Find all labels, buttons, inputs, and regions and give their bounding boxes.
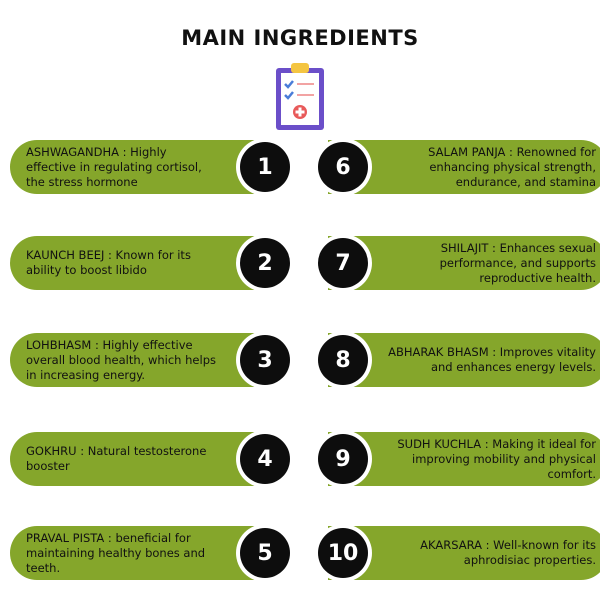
number-badge: 6 [318, 142, 368, 192]
ingredient-text: ASHWAGANDHA : Highly effective in regula… [26, 144, 202, 189]
ingredient-item: SALAM PANJA : Renowned for enhancing phy… [318, 140, 600, 194]
ingredient-text: SALAM PANJA : Renowned for enhancing phy… [428, 144, 596, 189]
number-badge: 1 [240, 142, 290, 192]
number-badge: 7 [318, 238, 368, 288]
ingredient-text: SUDH KUCHLA : Making it ideal for improv… [397, 436, 596, 481]
number-badge: 4 [240, 434, 290, 484]
ingredient-text: ABHARAK BHASM : Improves vitality and en… [388, 345, 596, 374]
ingredient-text: PRAVAL PISTA : beneficial for maintainin… [26, 530, 206, 575]
number-badge: 8 [318, 335, 368, 385]
number-badge: 3 [240, 335, 290, 385]
ingredient-item: ASHWAGANDHA : Highly effective in regula… [10, 140, 292, 194]
ingredient-text: SHILAJIT : Enhances sexual performance, … [439, 240, 596, 285]
ingredient-item: SUDH KUCHLA : Making it ideal for improv… [318, 432, 600, 486]
ingredient-text: GOKHRU : Natural testosterone booster [26, 444, 207, 473]
ingredient-item: AKARSARA : Well-known for its aphrodisia… [318, 526, 600, 580]
number-badge: 5 [240, 528, 290, 578]
ingredient-item: PRAVAL PISTA : beneficial for maintainin… [10, 526, 292, 580]
ingredient-item: GOKHRU : Natural testosterone booster 4 [10, 432, 292, 486]
number-badge: 10 [318, 528, 368, 578]
number-badge: 2 [240, 238, 290, 288]
page-title: MAIN INGREDIENTS [181, 26, 419, 50]
ingredient-text: LOHBHASM : Highly effective overall bloo… [26, 337, 216, 382]
ingredient-item: ABHARAK BHASM : Improves vitality and en… [318, 333, 600, 387]
number-badge: 9 [318, 434, 368, 484]
ingredient-item: LOHBHASM : Highly effective overall bloo… [10, 333, 292, 387]
ingredient-item: KAUNCH BEEJ : Known for its ability to b… [10, 236, 292, 290]
ingredient-text: KAUNCH BEEJ : Known for its ability to b… [26, 248, 191, 277]
clipboard-checklist-icon [276, 63, 324, 130]
ingredient-text: AKARSARA : Well-known for its aphrodisia… [420, 538, 596, 567]
ingredient-item: SHILAJIT : Enhances sexual performance, … [318, 236, 600, 290]
